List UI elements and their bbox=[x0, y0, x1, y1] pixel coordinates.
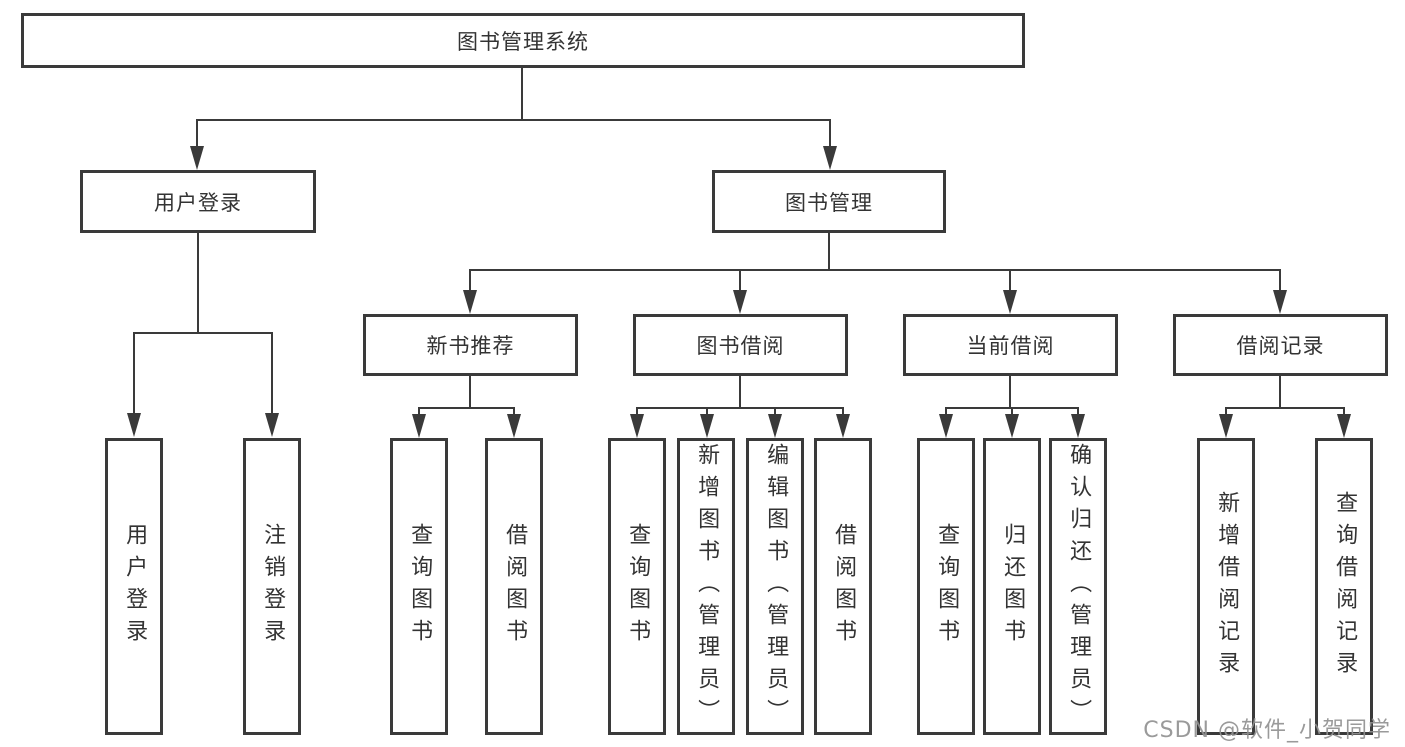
node-label: 新增借阅记录 bbox=[1214, 490, 1240, 683]
node-label: 查询图书 bbox=[407, 522, 433, 651]
leaf-query-borrow-record: 查询借阅记录 bbox=[1315, 438, 1373, 735]
arrow-down-icon bbox=[190, 146, 204, 170]
node-label: 用户登录 bbox=[154, 190, 242, 215]
connector-line bbox=[1009, 376, 1011, 409]
leaf-return-book: 归还图书 bbox=[983, 438, 1041, 735]
node-label: 新增图书（管理员） bbox=[694, 442, 720, 731]
connector-line bbox=[1279, 269, 1281, 292]
connector-line bbox=[945, 407, 947, 416]
connector-line bbox=[1343, 407, 1345, 416]
connector-line bbox=[271, 332, 273, 415]
connector-line bbox=[774, 407, 776, 416]
connector-line bbox=[133, 332, 273, 334]
node-label: 图书管理 bbox=[785, 190, 873, 215]
connector-line bbox=[418, 407, 515, 409]
connector-line bbox=[469, 269, 471, 292]
node-label: 图书借阅 bbox=[696, 334, 785, 358]
arrow-down-icon bbox=[939, 414, 953, 438]
connector-line bbox=[513, 407, 515, 416]
node-label: 新书推荐 bbox=[426, 334, 515, 358]
arrow-down-icon bbox=[836, 414, 850, 438]
node-label: 当前借阅 bbox=[966, 334, 1055, 358]
connector-line bbox=[133, 332, 135, 415]
node-label: 用户登录 bbox=[122, 522, 148, 651]
csdn-watermark: CSDN @软件_小贺同学 bbox=[1143, 718, 1391, 743]
connector-line bbox=[1009, 269, 1011, 292]
arrow-down-icon bbox=[1219, 414, 1233, 438]
connector-line bbox=[1279, 376, 1281, 409]
connector-line bbox=[1077, 407, 1079, 416]
leaf-borrow-book: 借阅图书 bbox=[814, 438, 872, 735]
node-current-borrow: 当前借阅 bbox=[903, 314, 1118, 376]
arrow-down-icon bbox=[412, 414, 426, 438]
arrow-down-icon bbox=[265, 413, 279, 437]
node-label: 借阅图书 bbox=[831, 522, 857, 651]
arrow-down-icon bbox=[700, 414, 714, 438]
connector-line bbox=[1011, 407, 1013, 416]
arrow-down-icon bbox=[463, 290, 477, 314]
arrow-down-icon bbox=[1071, 414, 1085, 438]
node-label: 查询借阅记录 bbox=[1332, 490, 1358, 683]
connector-line bbox=[842, 407, 844, 416]
node-label: 编辑图书（管理员） bbox=[763, 442, 789, 731]
node-label: 借阅图书 bbox=[502, 522, 528, 651]
node-borrow-records: 借阅记录 bbox=[1173, 314, 1388, 376]
connector-line bbox=[469, 376, 471, 409]
leaf-edit-book-admin: 编辑图书（管理员） bbox=[746, 438, 804, 735]
arrow-down-icon bbox=[823, 146, 837, 170]
node-label: 归还图书 bbox=[1000, 522, 1026, 651]
leaf-confirm-return-admin: 确认归还（管理员） bbox=[1049, 438, 1107, 735]
connector-line bbox=[418, 407, 420, 416]
arrow-down-icon bbox=[768, 414, 782, 438]
arrow-down-icon bbox=[733, 290, 747, 314]
arrow-down-icon bbox=[1273, 290, 1287, 314]
node-user-login: 用户登录 bbox=[80, 170, 316, 233]
connector-line bbox=[197, 233, 199, 334]
node-library-system: 图书管理系统 bbox=[21, 13, 1025, 68]
node-new-book-recommend: 新书推荐 bbox=[363, 314, 578, 376]
connector-line bbox=[469, 269, 1281, 271]
node-label: 图书管理系统 bbox=[457, 29, 589, 54]
connector-line bbox=[1225, 407, 1345, 409]
arrow-down-icon bbox=[127, 413, 141, 437]
connector-line bbox=[828, 233, 830, 271]
leaf-query-book-borrow: 查询图书 bbox=[608, 438, 666, 735]
leaf-query-book-current: 查询图书 bbox=[917, 438, 975, 735]
arrow-down-icon bbox=[1337, 414, 1351, 438]
leaf-add-borrow-record: 新增借阅记录 bbox=[1197, 438, 1255, 735]
leaf-borrow-book-recommend: 借阅图书 bbox=[485, 438, 543, 735]
connector-line bbox=[706, 407, 708, 416]
connector-line bbox=[739, 269, 741, 292]
node-label: 借阅记录 bbox=[1236, 334, 1325, 358]
connector-line bbox=[829, 119, 831, 148]
leaf-user-login: 用户登录 bbox=[105, 438, 163, 735]
connector-line bbox=[636, 407, 844, 409]
leaf-query-book-recommend: 查询图书 bbox=[390, 438, 448, 735]
node-book-borrow: 图书借阅 bbox=[633, 314, 848, 376]
connector-line bbox=[1225, 407, 1227, 416]
connector-line bbox=[196, 119, 198, 148]
connector-line bbox=[521, 68, 523, 121]
node-label: 确认归还（管理员） bbox=[1066, 442, 1092, 731]
arrow-down-icon bbox=[1003, 290, 1017, 314]
node-label: 查询图书 bbox=[934, 522, 960, 651]
leaf-logout: 注销登录 bbox=[243, 438, 301, 735]
connector-line bbox=[197, 119, 831, 121]
arrow-down-icon bbox=[507, 414, 521, 438]
node-book-management: 图书管理 bbox=[712, 170, 946, 233]
arrow-down-icon bbox=[1005, 414, 1019, 438]
arrow-down-icon bbox=[630, 414, 644, 438]
connector-line bbox=[739, 376, 741, 409]
connector-line bbox=[636, 407, 638, 416]
leaf-add-book-admin: 新增图书（管理员） bbox=[677, 438, 735, 735]
node-label: 注销登录 bbox=[260, 522, 286, 651]
node-label: 查询图书 bbox=[625, 522, 651, 651]
